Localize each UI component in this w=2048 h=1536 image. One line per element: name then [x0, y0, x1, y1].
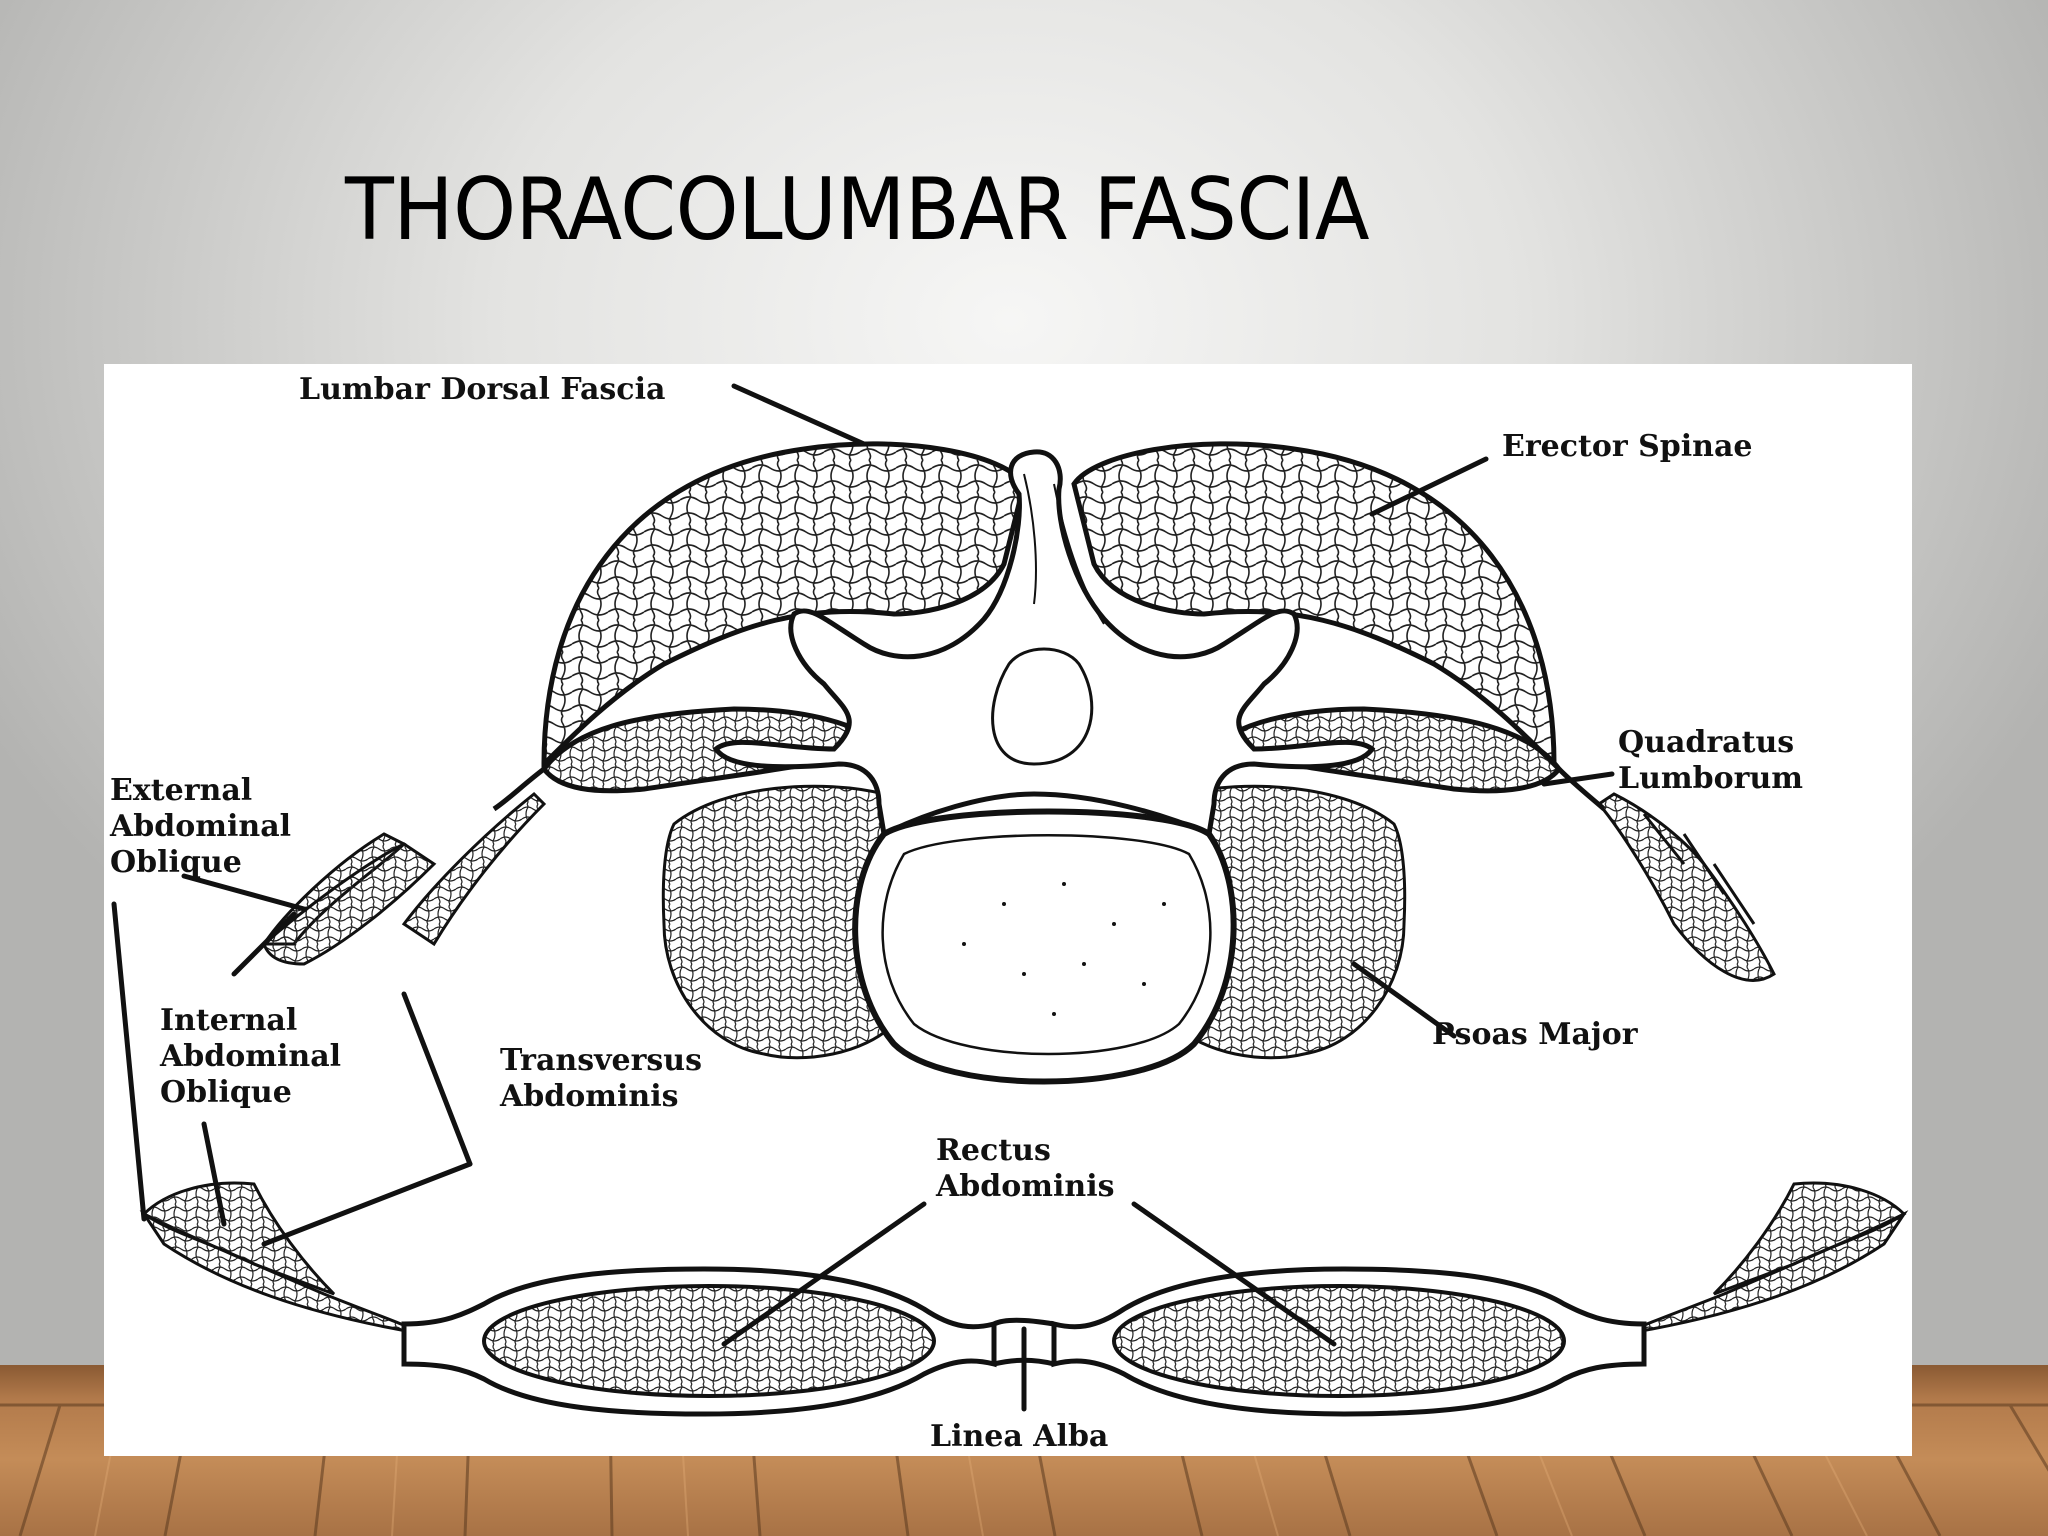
label-external-line1: External	[110, 773, 252, 808]
right-lateral-abdominal-wall	[1596, 792, 1776, 982]
psoas-major-muscle	[661, 784, 1407, 1060]
erector-spinae-muscle	[541, 441, 1557, 771]
label-erector-spinae: Erector Spinae	[1502, 429, 1753, 464]
label-transversus-line1: Transversus	[500, 1043, 702, 1078]
label-lumbar-dorsal-fascia: Lumbar Dorsal Fascia	[299, 372, 665, 407]
label-internal-line3: Oblique	[160, 1075, 292, 1110]
anterior-abdominal-wall	[139, 1181, 1909, 1417]
slide-title: THORACOLUMBAR FASCIA	[345, 160, 1370, 260]
label-internal-line1: Internal	[160, 1003, 297, 1038]
label-quadratus-line2: Lumborum	[1618, 761, 1803, 796]
anatomy-figure: Lumbar Dorsal Fascia Erector Spinae Quad…	[104, 364, 1912, 1456]
label-linea-alba: Linea Alba	[930, 1419, 1108, 1454]
diagram-labels: Lumbar Dorsal Fascia Erector Spinae Quad…	[109, 372, 1803, 1454]
label-rectus-line2: Abdominis	[935, 1169, 1114, 1204]
label-psoas-major: Psoas Major	[1432, 1017, 1639, 1052]
label-rectus-line1: Rectus	[936, 1133, 1051, 1168]
label-external-line2: Abdominal	[109, 809, 291, 844]
lumbar-vertebra	[712, 449, 1376, 1085]
label-leader-lines	[111, 383, 1615, 1412]
label-quadratus-line1: Quadratus	[1618, 725, 1794, 760]
label-transversus-line2: Abdominis	[499, 1079, 678, 1114]
left-lateral-abdominal-wall	[261, 791, 547, 966]
label-internal-line2: Abdominal	[159, 1039, 341, 1074]
label-external-line3: Oblique	[110, 845, 242, 880]
